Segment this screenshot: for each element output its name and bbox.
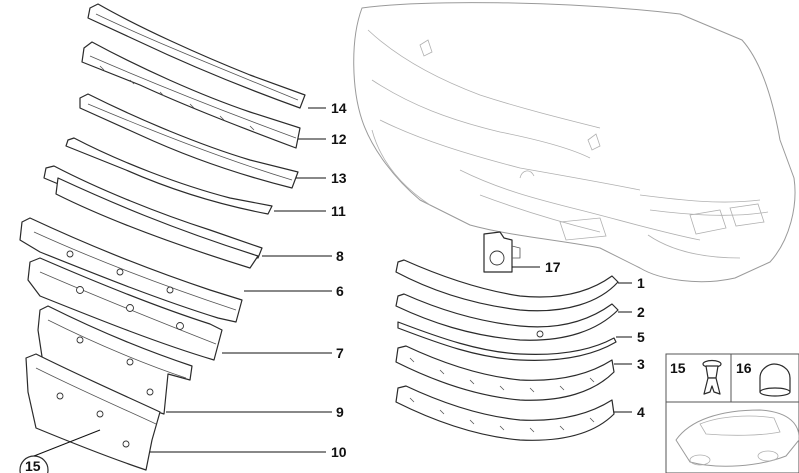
strip-1 xyxy=(395,259,619,312)
strip-12 xyxy=(81,41,301,149)
callout-10: 10 xyxy=(331,444,347,460)
strip-2 xyxy=(395,293,619,341)
strip-5 xyxy=(397,321,617,361)
inset-label-15: 15 xyxy=(670,360,686,376)
car-silhouette-icon xyxy=(675,409,799,467)
callout-17: 17 xyxy=(545,259,561,275)
callout-labels: 14 12 13 11 8 6 7 9 10 15 17 1 2 5 3 4 1… xyxy=(25,100,752,473)
inset-panel xyxy=(665,353,799,473)
callout-4: 4 xyxy=(637,404,645,420)
clip-15-bottom xyxy=(19,429,101,473)
clip-15-icon xyxy=(702,359,722,395)
callout-8: 8 xyxy=(336,248,344,264)
plate-6 xyxy=(19,217,243,323)
callout-6: 6 xyxy=(336,283,344,299)
callout-3: 3 xyxy=(637,356,645,372)
plate-10 xyxy=(25,353,161,471)
callout-2: 2 xyxy=(637,304,645,320)
callout-14: 14 xyxy=(331,100,347,116)
inset-label-16: 16 xyxy=(736,360,752,376)
plate-7 xyxy=(27,257,223,361)
cap-16-icon xyxy=(759,363,791,397)
strip-13 xyxy=(79,93,299,189)
plate-8 xyxy=(43,165,263,269)
callout-9: 9 xyxy=(336,404,344,420)
callout-13: 13 xyxy=(331,170,347,186)
callout-1: 1 xyxy=(637,275,645,291)
callout-12: 12 xyxy=(331,131,347,147)
callout-5: 5 xyxy=(637,329,645,345)
strip-11 xyxy=(65,137,273,215)
leader-lines xyxy=(150,107,632,453)
callout-15-bottom: 15 xyxy=(25,458,41,473)
callout-11: 11 xyxy=(331,203,346,219)
bracket-3 xyxy=(395,345,615,401)
bumper-outline xyxy=(353,2,796,283)
callout-7: 7 xyxy=(336,345,344,361)
strip-14 xyxy=(87,3,306,109)
bracket-4 xyxy=(395,385,615,441)
bracket-17 xyxy=(483,231,521,273)
